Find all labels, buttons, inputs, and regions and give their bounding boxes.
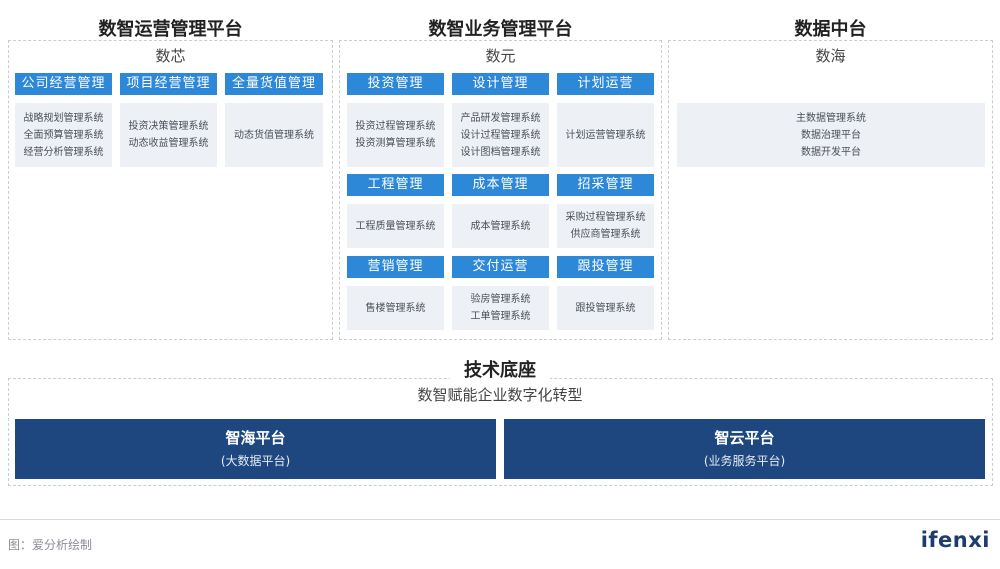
system-item: 售楼管理系统 bbox=[365, 302, 426, 314]
system-item: 投资测算管理系统 bbox=[355, 138, 436, 149]
category-systems: 战略规划管理系统 全面预算管理系统 经营分析管理系统 bbox=[15, 103, 112, 167]
panel-subtitle: 数元 bbox=[485, 47, 516, 65]
brand-logo: ifenxi bbox=[920, 528, 990, 552]
system-item: 数据开发平台 bbox=[801, 146, 861, 158]
source-note: 图：爱分析绘制 bbox=[8, 538, 93, 552]
category-systems: 验房管理系统 工单管理系统 bbox=[452, 286, 549, 330]
category-header: 计划运营 bbox=[557, 73, 654, 95]
category-header: 招采管理 bbox=[557, 174, 654, 196]
system-item: 设计图档管理系统 bbox=[460, 146, 541, 158]
system-item: 动态收益管理系统 bbox=[128, 138, 209, 149]
system-item: 主数据管理系统 bbox=[796, 112, 866, 124]
system-item: 验房管理系统 bbox=[470, 294, 531, 305]
category-header: 项目经营管理 bbox=[120, 73, 217, 95]
panel-title-text: 数智运营管理平台 bbox=[84, 19, 257, 40]
platform-name: 智云平台 bbox=[714, 429, 775, 447]
panel-data-middle: 数据中台 数海 主数据管理系统 数据治理平台 数据开发平台 bbox=[668, 19, 993, 340]
category-systems: 工程质量管理系统 bbox=[347, 204, 444, 248]
category-systems: 投资决策管理系统 动态收益管理系统 bbox=[120, 103, 217, 167]
category-systems: 产品研发管理系统 设计过程管理系统 设计图档管理系统 bbox=[452, 103, 549, 167]
platform-note: (业务服务平台) bbox=[703, 454, 786, 468]
category-header: 成本管理 bbox=[452, 174, 549, 196]
category-header: 设计管理 bbox=[452, 73, 549, 95]
system-item: 经营分析管理系统 bbox=[23, 146, 104, 158]
category-header: 工程管理 bbox=[347, 174, 444, 196]
category-systems: 投资过程管理系统 投资测算管理系统 bbox=[347, 103, 444, 167]
system-item: 供应商管理系统 bbox=[570, 229, 641, 240]
category-systems: 售楼管理系统 bbox=[347, 286, 444, 330]
system-item: 投资过程管理系统 bbox=[355, 121, 436, 132]
system-item: 采购过程管理系统 bbox=[565, 212, 646, 223]
panel-operations: 数智运营管理平台 数芯 公司经营管理 战略规划管理系统 全面预算管理系统 经营分… bbox=[8, 19, 333, 340]
platform-zhihai: 智海平台 (大数据平台) bbox=[15, 419, 496, 479]
system-item: 全面预算管理系统 bbox=[23, 129, 104, 141]
platform-note: (大数据平台) bbox=[220, 454, 291, 468]
footer-divider bbox=[0, 519, 1000, 520]
platform-name: 智海平台 bbox=[225, 429, 286, 447]
panel-title-text: 数据中台 bbox=[780, 19, 881, 40]
category-systems: 跟投管理系统 bbox=[557, 286, 654, 330]
category-systems: 主数据管理系统 数据治理平台 数据开发平台 bbox=[677, 103, 985, 167]
category-header: 全量货值管理 bbox=[225, 73, 323, 95]
panel-business: 数智业务管理平台 数元 投资管理 投资过程管理系统 投资测算管理系统 设计管理 … bbox=[339, 19, 662, 340]
tech-title: 技术底座 bbox=[0, 356, 1000, 382]
category-header: 交付运营 bbox=[452, 256, 549, 278]
panel-title: 数智运营管理平台 bbox=[9, 15, 332, 41]
category-systems: 计划运营管理系统 bbox=[557, 103, 654, 167]
tech-title-text: 技术底座 bbox=[450, 360, 550, 381]
system-item: 计划运营管理系统 bbox=[565, 129, 646, 141]
panel-title: 数智业务管理平台 bbox=[340, 15, 661, 41]
system-item: 跟投管理系统 bbox=[575, 302, 636, 314]
panel-subtitle: 数芯 bbox=[155, 47, 186, 65]
panel-subtitle: 数海 bbox=[815, 47, 846, 65]
system-item: 数据治理平台 bbox=[801, 129, 861, 141]
system-item: 战略规划管理系统 bbox=[23, 112, 104, 124]
system-item: 工程质量管理系统 bbox=[355, 220, 436, 232]
category-systems: 成本管理系统 bbox=[452, 204, 549, 248]
panel-title: 数据中台 bbox=[669, 15, 992, 41]
system-item: 动态货值管理系统 bbox=[234, 129, 314, 141]
system-item: 投资决策管理系统 bbox=[128, 121, 209, 132]
category-header: 投资管理 bbox=[347, 73, 444, 95]
system-item: 产品研发管理系统 bbox=[460, 112, 541, 124]
category-systems: 动态货值管理系统 bbox=[225, 103, 323, 167]
category-header: 营销管理 bbox=[347, 256, 444, 278]
tech-subtitle: 数智赋能企业数字化转型 bbox=[417, 386, 583, 404]
category-header: 跟投管理 bbox=[557, 256, 654, 278]
system-item: 成本管理系统 bbox=[470, 220, 531, 232]
system-item: 工单管理系统 bbox=[470, 311, 531, 322]
platform-zhiyun: 智云平台 (业务服务平台) bbox=[504, 419, 985, 479]
category-header: 公司经营管理 bbox=[15, 73, 112, 95]
system-item: 设计过程管理系统 bbox=[460, 129, 541, 141]
panel-title-text: 数智业务管理平台 bbox=[414, 19, 587, 40]
category-systems: 采购过程管理系统 供应商管理系统 bbox=[557, 204, 654, 248]
